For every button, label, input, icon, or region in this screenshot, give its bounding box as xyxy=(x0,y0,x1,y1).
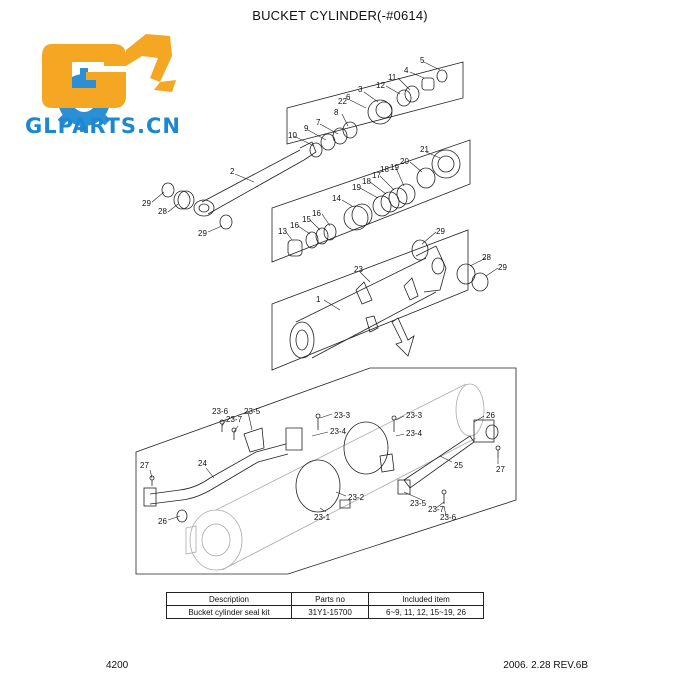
callout-28a: 28 xyxy=(158,207,167,216)
middle-group-frame xyxy=(271,139,471,263)
callout-29b: 29 xyxy=(198,229,207,238)
callout-18a: 18 xyxy=(362,177,371,186)
callout-4: 4 xyxy=(404,66,409,75)
callout-27a: 27 xyxy=(496,465,505,474)
glparts-logo xyxy=(42,34,176,132)
callout-14: 14 xyxy=(332,194,341,203)
cell-description: Bucket cylinder seal kit xyxy=(166,605,292,619)
callout-23-5b: 23-5 xyxy=(410,499,427,508)
callout-16a: 16 xyxy=(290,221,299,230)
callout-1: 1 xyxy=(316,295,321,304)
page-number: 4200 xyxy=(106,660,129,671)
callout-23-7b: 23-7 xyxy=(428,505,445,514)
callout-29a: 29 xyxy=(142,199,151,208)
callout-16b: 16 xyxy=(312,209,321,218)
callout-23-2: 23-2 xyxy=(348,493,365,502)
callout-29c: 29 xyxy=(436,227,445,236)
callout-20: 20 xyxy=(400,157,409,166)
bolts xyxy=(149,413,501,504)
cylinder-tube xyxy=(289,239,489,359)
leader-lines xyxy=(149,61,499,521)
cell-parts-no: 31Y1-15700 xyxy=(291,605,369,619)
callout-18b: 18 xyxy=(380,165,389,174)
logo-text: GLPARTS.CN xyxy=(25,114,181,138)
column-header-description: Description xyxy=(166,592,292,606)
callout-15: 15 xyxy=(302,215,311,224)
attachments-frame xyxy=(135,367,517,575)
callout-26b: 26 xyxy=(158,517,167,526)
callout-6: 6 xyxy=(346,93,351,102)
table-row: Bucket cylinder seal kit 31Y1-15700 6~9,… xyxy=(166,605,484,619)
column-header-included-item: Included item xyxy=(368,592,484,606)
rod-end-bushing xyxy=(161,182,233,230)
callout-29d: 29 xyxy=(498,263,507,272)
seal-kit-table: Description Parts no Included item Bucke… xyxy=(166,592,484,619)
callout-27b: 27 xyxy=(140,461,149,470)
callout-19a: 19 xyxy=(352,183,361,192)
callout-2: 2 xyxy=(230,167,235,176)
callout-13: 13 xyxy=(278,227,287,236)
callout-23-6a: 23-6 xyxy=(212,407,229,416)
callout-25: 25 xyxy=(454,461,463,470)
callout-21: 21 xyxy=(420,145,429,154)
callout-23-3b: 23-3 xyxy=(406,411,423,420)
callout-23-3a: 23-3 xyxy=(334,411,351,420)
cell-included-item: 6~9, 11, 12, 15~19, 26 xyxy=(368,605,484,619)
piston-rod xyxy=(193,141,317,217)
callout-8: 8 xyxy=(334,108,339,117)
callout-23: 23 xyxy=(354,265,363,274)
callout-23-1: 23-1 xyxy=(314,513,331,522)
page-title: BUCKET CYLINDER(-#0614) xyxy=(252,8,428,23)
callout-11: 11 xyxy=(388,73,397,82)
callout-23-7a: 23-7 xyxy=(226,415,243,424)
rod-cover-seals xyxy=(309,69,448,158)
callout-17: 17 xyxy=(372,171,381,180)
callout-26a: 26 xyxy=(486,411,495,420)
callout-19b: 19 xyxy=(390,163,399,172)
callout-23-4a: 23-4 xyxy=(330,427,347,436)
callout-3: 3 xyxy=(358,85,363,94)
callout-24: 24 xyxy=(198,459,207,468)
table-header-row: Description Parts no Included item xyxy=(166,592,484,606)
excavator-g-icon xyxy=(42,34,176,108)
callout-5: 5 xyxy=(420,56,425,65)
tube-group-frame xyxy=(271,229,469,371)
callout-23-4b: 23-4 xyxy=(406,429,423,438)
callout-28b: 28 xyxy=(482,253,491,262)
callout-22: 22 xyxy=(338,97,347,106)
down-arrow-icon xyxy=(391,317,415,357)
callout-labels: 2 29 28 29 10 9 7 8 6 22 3 12 11 4 5 13 … xyxy=(140,56,507,526)
callout-10: 10 xyxy=(288,131,297,140)
callout-7: 7 xyxy=(316,118,321,127)
revision-label: 2006. 2.28 REV.6B xyxy=(503,660,588,671)
callout-9: 9 xyxy=(304,124,309,133)
upper-group-frame xyxy=(286,61,464,145)
callout-23-5a: 23-5 xyxy=(244,407,261,416)
callout-12: 12 xyxy=(376,81,385,90)
piston-assembly xyxy=(287,149,461,257)
bucket-pipes-and-clamps xyxy=(143,419,499,523)
callout-23-6b: 23-6 xyxy=(440,513,457,522)
column-header-parts-no: Parts no xyxy=(291,592,369,606)
